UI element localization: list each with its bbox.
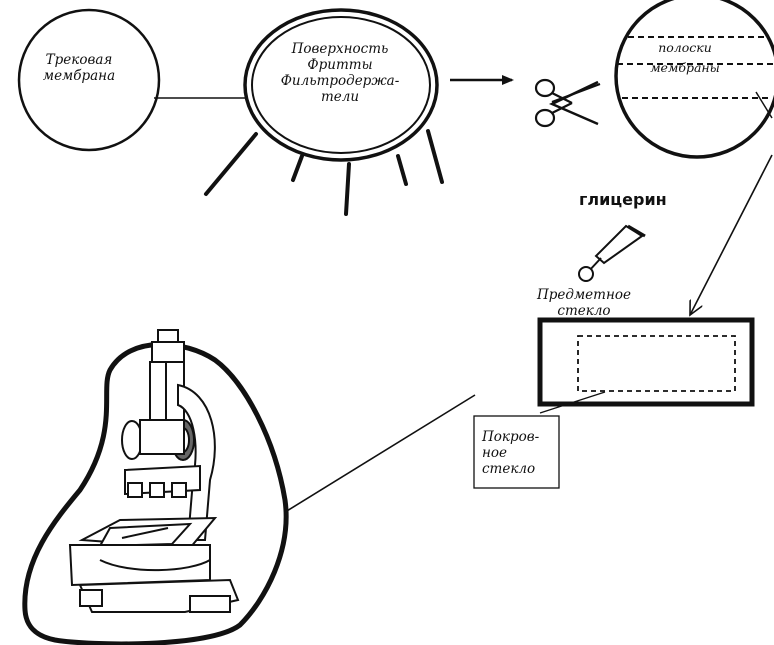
track-membrane-label: Трековая мембрана <box>24 52 134 84</box>
cover-glass-callout <box>473 391 606 489</box>
cover-glass-line3: стекло <box>482 461 536 477</box>
slide-to-microscope-arrow <box>256 394 476 530</box>
track-membrane-node <box>17 8 161 152</box>
strips-to-slide-arrow <box>690 154 773 315</box>
microscope-icon <box>68 329 240 613</box>
filter-holder-legs <box>204 129 444 216</box>
frit-surface-line1: Поверхность <box>291 41 389 57</box>
track-membrane-line2: мембрана <box>42 68 116 84</box>
glycerin-label: глицерин <box>579 190 667 209</box>
frit-surface-node <box>243 8 439 162</box>
dropper-icon <box>578 224 646 282</box>
scissors-icon <box>534 78 601 128</box>
glass-slide-node <box>537 317 755 407</box>
frit-surface-line4: тели <box>320 89 360 105</box>
cover-glass-line2: ное <box>482 445 508 461</box>
slide-line2: стекло <box>557 303 611 319</box>
membrane-strips-node <box>614 0 774 159</box>
slide-line1: Предметное <box>537 287 631 303</box>
track-membrane-line1: Трековая <box>45 52 113 68</box>
cover-glass-line1: Покров- <box>482 429 540 445</box>
frit-surface-line2: Фритты <box>307 57 373 73</box>
frit-surface-label: Поверхность Фритты Фильтродержа- тели <box>278 41 402 105</box>
cover-glass-label: Покров- ное стекло <box>482 429 556 477</box>
membrane-strips-label: полоски мембраны <box>640 40 730 76</box>
membrane-strips-line1: полоски <box>658 40 712 55</box>
frit-surface-line3: Фильтродержа- <box>280 73 400 89</box>
slide-label: Предметное стекло <box>532 287 636 319</box>
membrane-strips-line2: мембраны <box>650 60 720 75</box>
